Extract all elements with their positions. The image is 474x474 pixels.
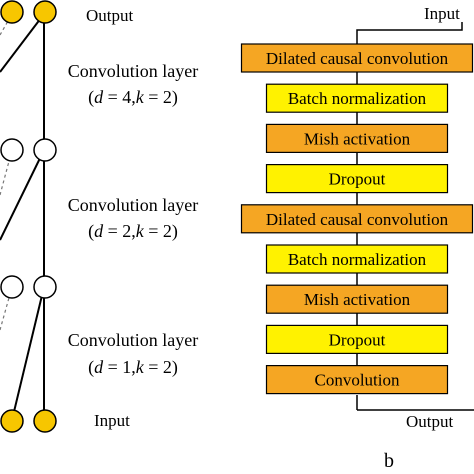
k-value: 2 [162,221,172,241]
k-symbol: k [135,221,144,241]
pipeline-output-label: Output [406,412,454,431]
pipeline-block [265,324,449,354]
pipeline-block-label: Dropout [329,330,386,349]
pipeline-block-label: Mish activation [304,129,411,148]
pipeline-block [240,204,474,234]
pipeline-block-label: Batch normalization [288,89,427,108]
pipeline-block-label: Dilated causal convolution [266,49,449,68]
network-nodes [0,0,57,433]
pipeline-block-label: Batch normalization [288,250,427,269]
k-value: 2 [162,357,172,377]
layer-params: (d = 1,k = 2) [88,357,178,377]
d-symbol: d [94,357,104,377]
solid-connection [0,13,45,73]
pipeline-block [265,83,449,113]
network-connections [0,13,45,421]
pipeline-block [265,365,449,395]
layer-title: Convolution layer [67,61,199,81]
layer-title: Convolution layer [67,195,199,215]
solid-connection [11,286,45,421]
pipeline-block-label: Dropout [329,170,386,189]
pipeline-block [265,244,449,274]
pipeline-block-label: Dilated causal convolution [266,210,449,229]
pipeline-block [265,284,449,314]
pipeline-block-label: Convolution [314,371,400,390]
hidden-node [0,275,24,299]
output-node [33,0,57,24]
d-value: 2 [122,221,132,241]
layer-params: (d = 2,k = 2) [88,221,178,241]
d-value: 1 [122,357,132,377]
pipeline-input-label: Input [424,4,460,23]
pipeline-block-label: Mish activation [304,290,411,309]
input-label: Input [94,411,130,430]
input-flow-line [356,22,463,44]
d-symbol: d [94,221,104,241]
k-symbol: k [135,87,144,107]
flow-lines [356,22,474,411]
layer-params: (d = 4,k = 2) [88,87,178,107]
d-symbol: d [94,87,104,107]
input-node [0,409,24,433]
panel-letter: b [384,450,394,472]
output-label: Output [86,6,134,25]
input-node [33,409,57,433]
layer-title: Convolution layer [67,330,199,350]
solid-connection [0,149,45,241]
hidden-node [0,138,24,162]
k-value: 2 [162,87,172,107]
output-node [0,0,24,24]
hidden-node [33,138,57,162]
d-value: 4 [122,87,132,107]
hidden-node [33,275,57,299]
pipeline-block [240,43,474,73]
pipeline-block [265,123,449,154]
k-symbol: k [135,357,144,377]
